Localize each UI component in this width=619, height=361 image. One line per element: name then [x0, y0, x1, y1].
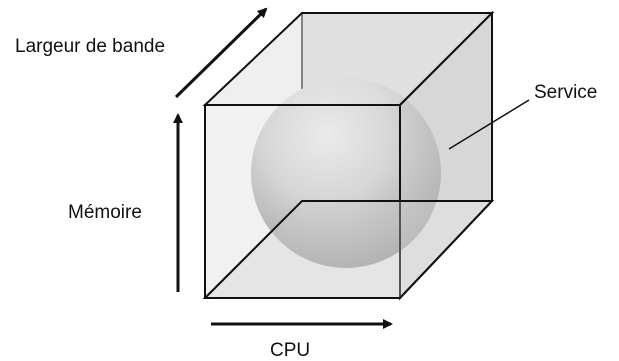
memory-label: Mémoire — [68, 202, 142, 223]
service-leader-line — [448, 99, 530, 150]
bandwidth-label: Largeur de bande — [15, 36, 165, 57]
service-label: Service — [534, 82, 597, 103]
bandwidth-arrow — [174, 7, 268, 99]
cpu-label: CPU — [270, 340, 310, 361]
service-sphere — [251, 78, 441, 268]
cube-bottom-face — [202, 200, 495, 299]
